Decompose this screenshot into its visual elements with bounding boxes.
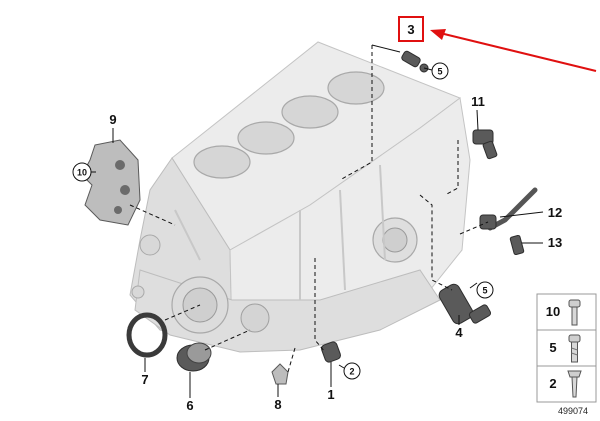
callout-9: 9 <box>109 112 116 127</box>
highlight-box <box>398 16 424 42</box>
legend-label-2: 2 <box>549 376 556 391</box>
part-7-seal-ring <box>126 312 168 358</box>
callout-13: 13 <box>548 235 562 250</box>
callout-2: 2 <box>349 367 354 377</box>
part-8-clip <box>271 363 289 385</box>
callout-10: 10 <box>77 168 87 178</box>
bolt-icon <box>568 299 581 326</box>
leader-lines <box>90 44 544 398</box>
callout-12: 12 <box>548 205 562 220</box>
bolt-icon <box>568 334 581 363</box>
part-1-sensor <box>321 341 341 363</box>
part-3-sensor <box>401 50 429 73</box>
callout-5-top: 5 <box>437 67 442 77</box>
legend-label-10: 10 <box>546 304 560 319</box>
legend-frame <box>536 293 597 403</box>
bolt-icon <box>567 370 582 398</box>
highlight-annotation <box>398 16 597 72</box>
callout-1: 1 <box>327 387 334 402</box>
highlight-arrowhead <box>430 29 446 40</box>
reference-number: 499074 <box>558 406 588 416</box>
callout-11: 11 <box>471 94 485 109</box>
callout-5-mid: 5 <box>482 286 487 296</box>
callout-labels: 3 5 11 9 10 12 13 5 4 7 6 8 2 1 <box>72 22 562 413</box>
part-13-sensor <box>509 234 525 256</box>
callout-circle <box>343 362 361 380</box>
callout-circle <box>476 281 494 299</box>
highlight-arrow-shaft <box>439 32 597 72</box>
part-12-sensor <box>479 187 538 231</box>
callout-8: 8 <box>274 397 281 412</box>
callout-circle <box>72 162 92 182</box>
part-11-sensor <box>472 129 498 160</box>
part-6-plug <box>176 342 212 372</box>
callout-3: 3 <box>407 22 414 37</box>
callout-4: 4 <box>455 325 463 340</box>
callout-circle <box>431 62 449 80</box>
engine-block-illustration <box>129 41 471 353</box>
part-9-bracket <box>81 139 141 226</box>
part-4-valve <box>438 283 492 325</box>
legend-label-5: 5 <box>549 340 556 355</box>
callout-6: 6 <box>186 398 193 413</box>
callout-7: 7 <box>141 372 148 387</box>
fastener-legend: 10 5 2 <box>536 293 597 403</box>
